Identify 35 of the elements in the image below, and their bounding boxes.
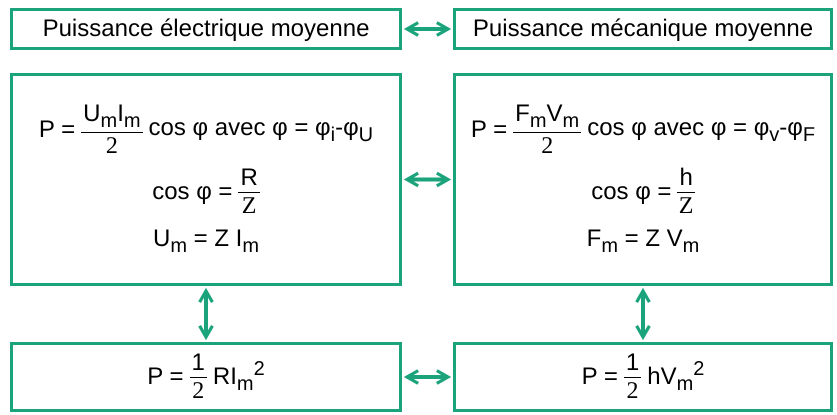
formula-box — [10, 73, 402, 286]
double-arrow — [405, 369, 450, 385]
fraction-numerator: 1 — [190, 350, 207, 378]
fraction-denominator: 2 — [192, 378, 204, 404]
formula-text: cos φ = — [591, 178, 672, 206]
double-arrow — [405, 21, 450, 37]
formula-text: P = — [470, 116, 508, 144]
fraction-denominator: 2 — [541, 132, 554, 160]
fraction-numerator: 1 — [624, 350, 642, 378]
formula-box — [453, 342, 833, 412]
title-box — [10, 8, 402, 50]
double-arrow — [198, 289, 214, 339]
formula-text: U$_{m}$ = Z I$_{m}$ — [152, 225, 260, 258]
fraction-denominator: Z — [678, 192, 694, 220]
fraction-numerator: h — [677, 165, 695, 193]
fraction-numerator: F$_{m}$V$_{m}$ — [513, 101, 582, 133]
fraction-numerator: U$_{m}$I$_{m}$ — [81, 101, 143, 133]
heading-text: Puissance mécanique moyenne — [472, 15, 814, 43]
fraction-numerator: R — [238, 165, 260, 193]
heading-text: Puissance électrique moyenne — [42, 15, 370, 43]
formula-text: F$_{m}$ = Z V$_{m}$ — [586, 225, 700, 258]
fraction-denominator: 2 — [106, 132, 118, 160]
formula-box — [453, 73, 833, 286]
double-arrow — [635, 289, 651, 339]
title-box — [453, 8, 833, 50]
fraction-denominator: 2 — [626, 378, 639, 404]
formula-text: cos φ = — [152, 178, 232, 206]
formula-box — [10, 342, 402, 412]
formula-text: cos φ avec φ = φ$_{v}$-φ$_{F}$ — [587, 114, 816, 147]
formula-text: P = — [582, 363, 618, 391]
formula-text: cos φ avec φ = φ$_{i}$-φ$_{U}$ — [148, 114, 374, 147]
formula-text: P = — [38, 116, 76, 144]
double-arrow — [405, 172, 450, 188]
fraction-denominator: Z — [242, 192, 256, 220]
formula-text: P = — [147, 363, 184, 391]
